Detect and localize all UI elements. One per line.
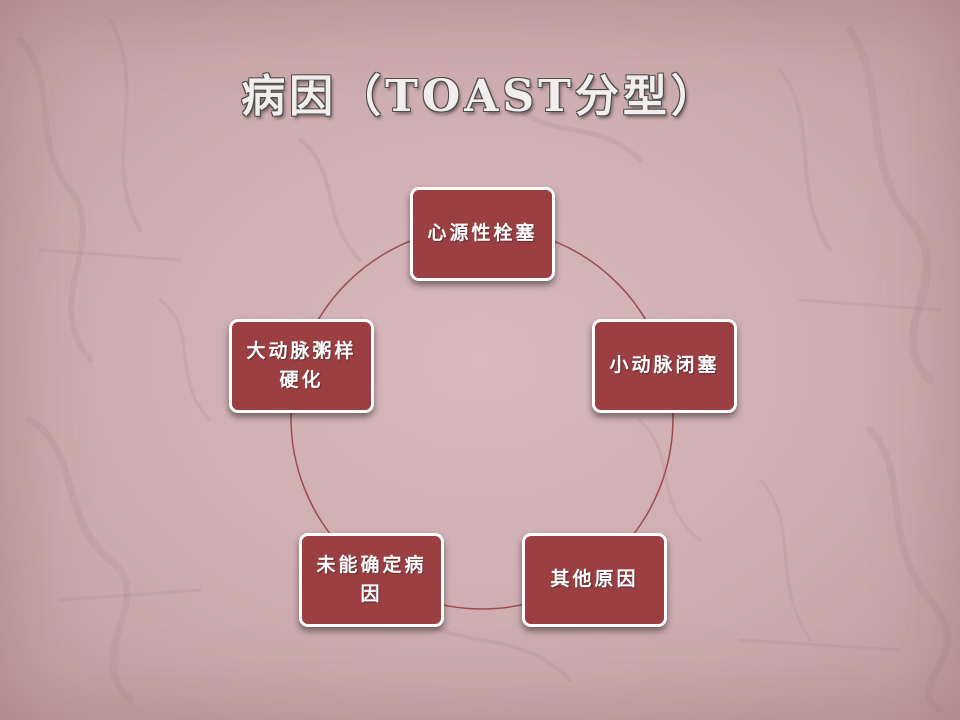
node-label: 大动脉粥样硬化 (246, 339, 357, 391)
node-label: 小动脉闭塞 (609, 354, 720, 377)
slide-title: 病因（TOAST分型） (241, 71, 719, 122)
node-small-artery-occlusion: 小动脉闭塞 (592, 319, 737, 413)
node-label: 其他原因 (550, 568, 639, 591)
node-undetermined-cause: 未能确定病因 (299, 533, 444, 627)
node-label: 未能确定病因 (316, 553, 427, 605)
node-cardioembolism: 心源性栓塞 (410, 187, 555, 281)
node-large-artery-atherosclerosis: 大动脉粥样硬化 (229, 319, 374, 413)
node-label: 心源性栓塞 (427, 222, 538, 245)
node-other-causes: 其他原因 (522, 533, 667, 627)
